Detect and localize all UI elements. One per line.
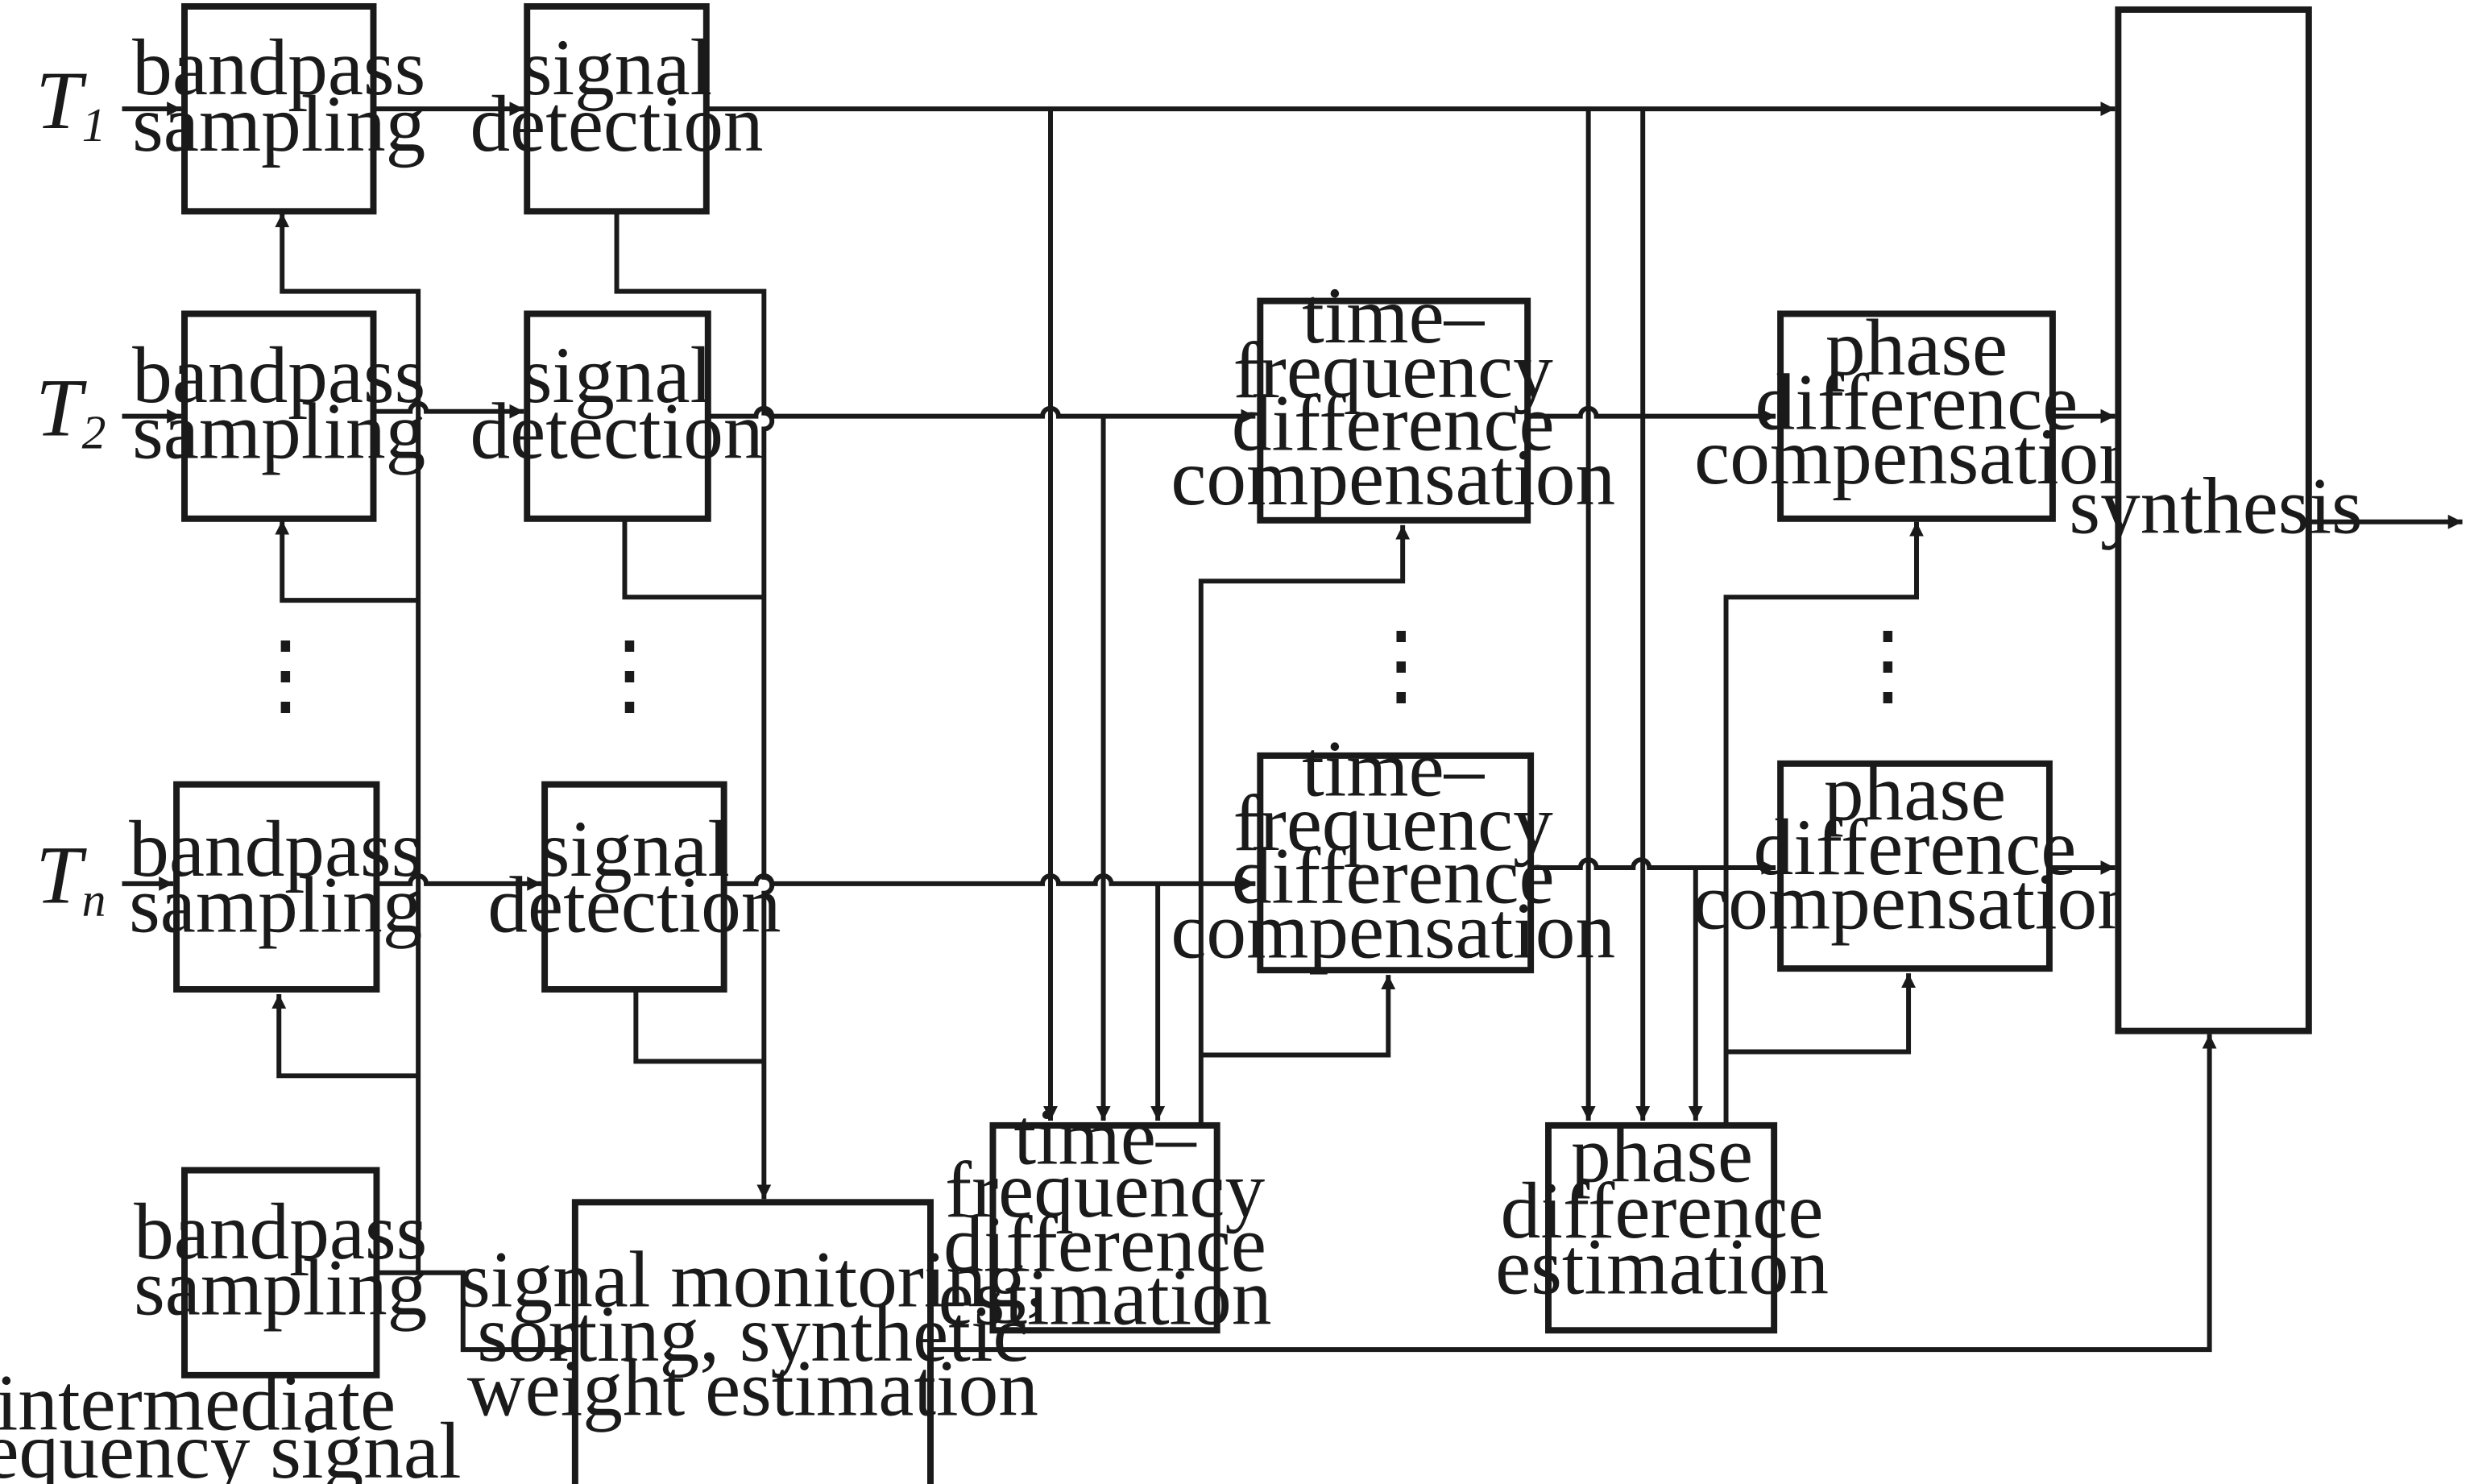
- synthesis-block: synthesis: [2069, 6, 2363, 1034]
- block-text: time–: [1013, 1093, 1197, 1182]
- block-text: compensation: [1171, 886, 1615, 975]
- bandpass-sampling-block-1: bandpass sampling: [132, 2, 425, 215]
- input-labels: T1 T2 Tn: [35, 55, 106, 926]
- block-text: time–: [1302, 725, 1486, 814]
- phest-to-phcomp1: [1723, 521, 1924, 1124]
- block-text: estimation: [1495, 1223, 1829, 1312]
- block-text: signal: [521, 331, 712, 420]
- if-signal-label: intermediate frequency signal: [0, 1358, 462, 1484]
- ellipsis-detection: ⋮: [585, 625, 674, 724]
- block-text: sampling: [129, 860, 422, 949]
- block-text: time–: [1302, 272, 1486, 360]
- if-label-line-1: intermediate: [0, 1358, 396, 1447]
- block-text: weight estimation: [467, 1345, 1038, 1433]
- phase-estimation-block: phase difference estimation: [1495, 1110, 1829, 1334]
- tfest-to-tfcomp2: [1200, 975, 1396, 1058]
- det2-to-tfcomp1: [709, 405, 1256, 424]
- phase-compensation-block-1: phase difference compensation: [1694, 304, 2139, 522]
- if-bus-to-bp1: [275, 213, 421, 1273]
- block-text: phase: [1824, 748, 2006, 837]
- detn-to-bus: [633, 990, 765, 1064]
- block-text: sampling: [132, 387, 425, 475]
- tf-estimation-block: time– frequency difference estimation: [939, 1093, 1272, 1342]
- signal-monitoring-block: signal monitoring, sorting, synthetic we…: [459, 1199, 1046, 1484]
- signal-detection-block-2: signal detection: [470, 310, 764, 522]
- ellipsis-markers: ⋮ ⋮ ⋮ ⋮: [241, 616, 1933, 724]
- block-text: sorting, synthetic: [477, 1290, 1028, 1378]
- connections: [122, 102, 2463, 1358]
- block-text: difference: [1232, 832, 1555, 921]
- detn-to-tfcomp2: [725, 873, 1256, 891]
- monitor-to-synthesis: [931, 1034, 2217, 1353]
- block-text: bandpass: [129, 805, 422, 893]
- bandpass-sampling-block-if: bandpass sampling: [134, 1167, 427, 1378]
- block-text: frequency: [1233, 779, 1553, 868]
- block-text: signal: [521, 23, 712, 112]
- if-bp-to-monitor: [373, 1270, 572, 1358]
- synthesis-label: synthesis: [2069, 462, 2362, 551]
- block-text: difference: [1754, 803, 2077, 892]
- bandpass-sampling-block-n: bandpass sampling: [129, 781, 422, 993]
- if-bus-to-bpn: [271, 993, 419, 1079]
- tfcomp2-to-phcomp2: [1532, 857, 1776, 875]
- block-text: sampling: [134, 1243, 427, 1332]
- signal-detection-block-1: signal detection: [470, 2, 764, 215]
- block-text: compensation: [1171, 433, 1615, 522]
- input-tn-label: Tn: [35, 830, 106, 926]
- block-text: phase: [1571, 1110, 1753, 1199]
- tfest-to-tfcomp1: [1198, 524, 1411, 1124]
- if-label-line-2: frequency signal: [0, 1407, 462, 1484]
- block-text: difference: [1232, 379, 1555, 467]
- block-text: estimation: [939, 1253, 1272, 1341]
- block-text: difference: [1501, 1167, 1824, 1255]
- block-text: bandpass: [134, 1188, 427, 1276]
- ellipsis-bandpass: ⋮: [241, 625, 330, 724]
- block-text: signal: [539, 805, 730, 893]
- block-text: sampling: [132, 80, 425, 168]
- ellipsis-phase-compensation: ⋮: [1843, 616, 1933, 715]
- tf-compensation-block-1: time– frequency difference compensation: [1171, 272, 1615, 524]
- block-text: phase: [1825, 304, 2008, 392]
- block-text: difference: [943, 1200, 1266, 1289]
- phest-to-phcomp2: [1726, 973, 1917, 1055]
- phase-compensation-block-2: phase difference compensation: [1693, 748, 2137, 972]
- if-bus-to-bp2: [275, 520, 419, 603]
- block-text: detection: [470, 387, 763, 475]
- block-text: compensation: [1693, 857, 2137, 946]
- block-text: compensation: [1694, 412, 2139, 501]
- block-text: frequency: [945, 1146, 1265, 1234]
- det2-to-bus: [622, 520, 765, 600]
- block-text: bandpass: [132, 331, 425, 420]
- block-text: difference: [1755, 359, 2078, 447]
- block-text: bandpass: [132, 23, 425, 112]
- block-text: signal monitoring,: [459, 1235, 1046, 1324]
- tf-compensation-block-2: time– frequency difference compensation: [1171, 725, 1615, 976]
- block-text: detection: [487, 860, 781, 949]
- input-t1-label: T1: [35, 55, 106, 151]
- bandpass-sampling-block-2: bandpass sampling: [132, 310, 425, 522]
- ellipsis-tf-compensation: ⋮: [1357, 616, 1446, 715]
- det1-to-monitor: [614, 213, 775, 1200]
- block-text: frequency: [1233, 326, 1553, 415]
- block-text: detection: [470, 80, 763, 168]
- signal-detection-block-n: signal detection: [487, 781, 781, 993]
- input-t2-label: T2: [35, 362, 106, 458]
